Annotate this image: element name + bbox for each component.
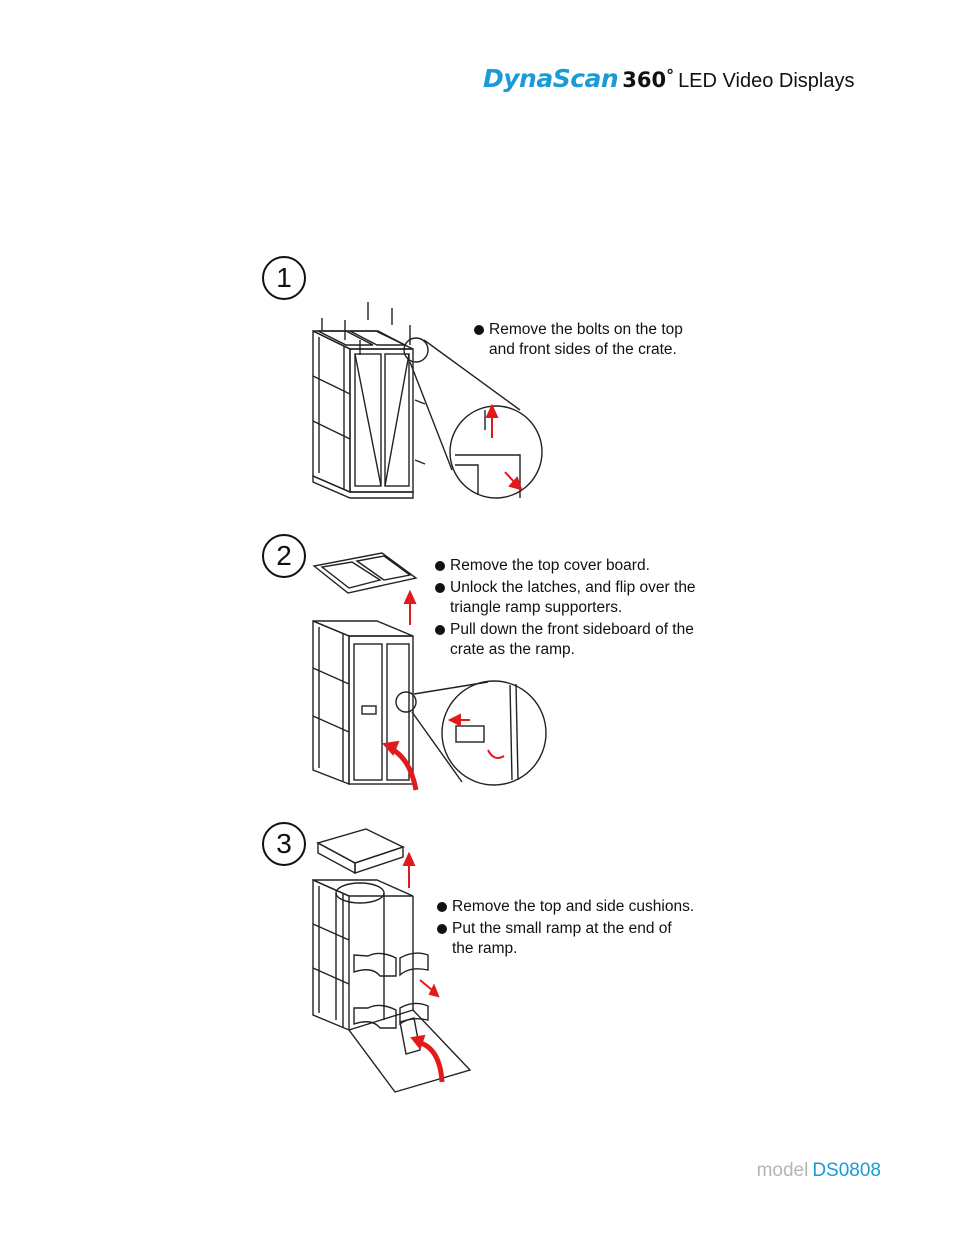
step-number: 3 — [262, 822, 306, 866]
brand-logo: DynaScan — [483, 64, 619, 93]
brand-number: 360° — [622, 66, 675, 92]
step-1-instructions: Remove the bolts on the top and front si… — [474, 320, 689, 362]
step-2-instructions: Remove the top cover board. Unlock the l… — [435, 556, 697, 662]
instruction-item: Remove the top cover board. — [435, 556, 697, 576]
instruction-item: Put the small ramp at the end of the ram… — [437, 919, 697, 959]
model-label: model — [756, 1160, 809, 1181]
instruction-item: Pull down the front sideboard of the cra… — [435, 620, 697, 660]
instruction-item: Remove the bolts on the top and front si… — [474, 320, 689, 360]
instruction-item: Unlock the latches, and flip over the tr… — [435, 578, 697, 618]
step-3-instructions: Remove the top and side cushions. Put th… — [437, 897, 697, 961]
step-number: 2 — [262, 534, 306, 578]
model-code: DS0808 — [812, 1160, 881, 1181]
instruction-item: Remove the top and side cushions. — [437, 897, 697, 917]
step-number: 1 — [262, 256, 306, 300]
header-subtitle: LED Video Displays — [678, 70, 855, 92]
